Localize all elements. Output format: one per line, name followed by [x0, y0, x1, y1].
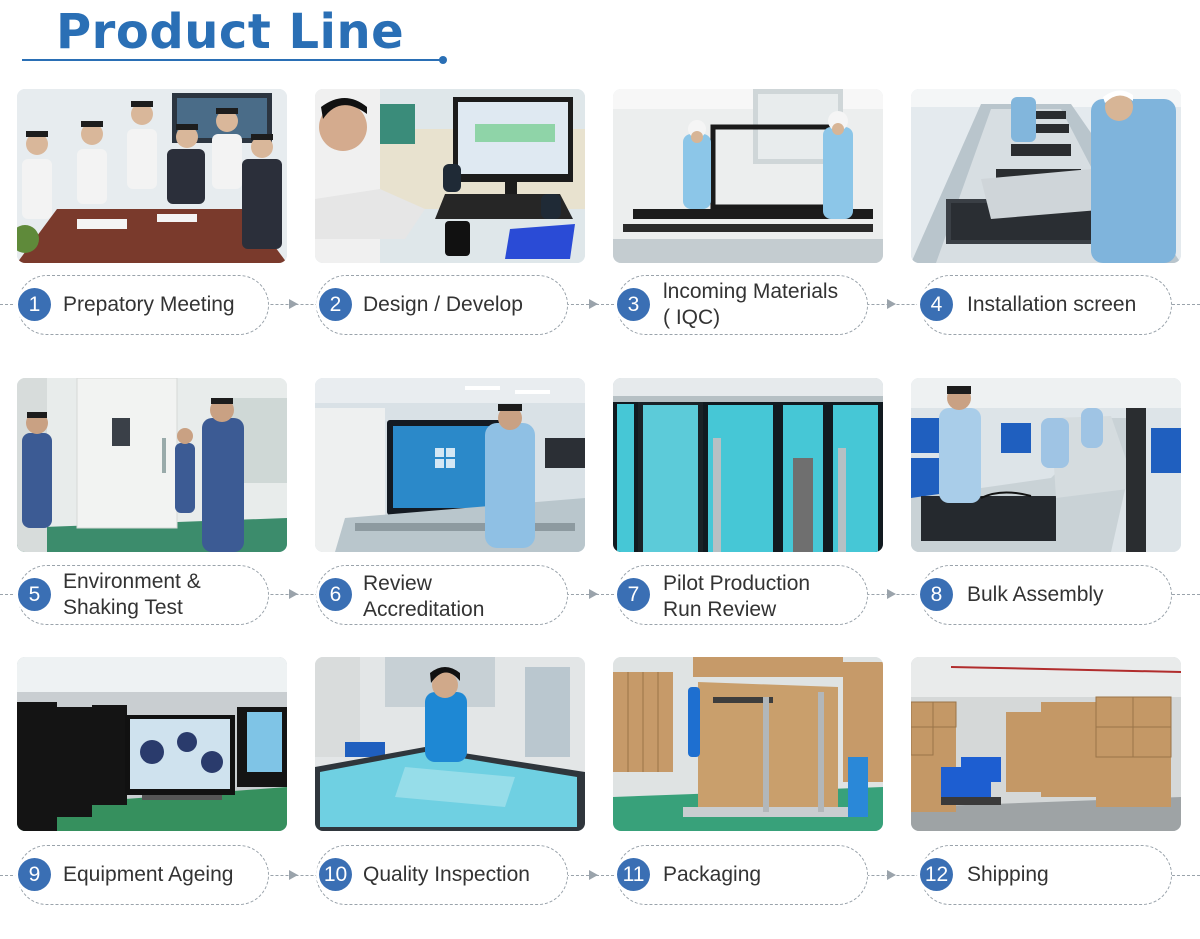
- step-label: Bulk Assembly: [967, 583, 1104, 606]
- step-pill-6: [316, 565, 568, 625]
- flow-arrow: [589, 589, 598, 599]
- flow-line-row-1: [0, 304, 1200, 305]
- step-pill-8: [920, 565, 1172, 625]
- photo-design-develop: [315, 89, 585, 263]
- photo-quality-inspection: [315, 657, 585, 831]
- step-pill-7: [616, 565, 868, 625]
- flow-arrow: [289, 870, 298, 880]
- step-number-badge: 12: [920, 858, 953, 891]
- flow-arrow: [589, 870, 598, 880]
- flow-arrow: [887, 870, 896, 880]
- photo-review-accreditation: [315, 378, 585, 552]
- step-label: Pilot Production: [663, 572, 811, 595]
- photo-incoming-materials: [613, 89, 883, 263]
- step-pill-4: [920, 275, 1172, 335]
- step-number-badge: 10: [319, 858, 352, 891]
- step-label: Prepatory Meeting: [63, 293, 235, 316]
- photo-prepatory-meeting: [17, 89, 287, 263]
- step-label-line2: Run Review: [663, 598, 777, 621]
- step-number-badge: 3: [617, 288, 650, 321]
- step-pill-3: [616, 275, 868, 335]
- step-pill-11: [616, 845, 868, 905]
- step-label-line2: ( IQC): [663, 306, 721, 329]
- flow-line-row-2: [0, 594, 1200, 595]
- photo-packaging: [613, 657, 883, 831]
- flow-arrow: [289, 299, 298, 309]
- photo-bulk-assembly: [911, 378, 1181, 552]
- step-label: Equipment Ageing: [63, 863, 234, 886]
- step-number-badge: 5: [18, 578, 51, 611]
- step-label-line2: Shaking Test: [63, 596, 183, 619]
- flow-arrow: [589, 299, 598, 309]
- title-underline-dot: [439, 56, 447, 64]
- flow-arrow: [289, 589, 298, 599]
- step-label: Quality Inspection: [363, 863, 530, 886]
- photo-shipping: [911, 657, 1181, 831]
- step-label: Packaging: [663, 863, 762, 886]
- flow-arrow: [887, 589, 896, 599]
- step-number-badge: 2: [319, 288, 352, 321]
- step-pill-10: [316, 845, 568, 905]
- page-title: Product Line: [56, 4, 405, 60]
- step-number-badge: 4: [920, 288, 953, 321]
- step-pill-1: [17, 275, 269, 335]
- step-label: lncoming Materials: [663, 280, 839, 303]
- photo-pilot-production: [613, 378, 883, 552]
- step-label: Review: [363, 572, 432, 595]
- step-pill-5: [17, 565, 269, 625]
- step-label-line2: Accreditation: [363, 598, 485, 621]
- flow-arrow: [887, 299, 896, 309]
- photo-equipment-ageing: [17, 657, 287, 831]
- flow-line-row-3: [0, 875, 1200, 876]
- step-number-badge: 7: [617, 578, 650, 611]
- photo-environment-shaking-test: [17, 378, 287, 552]
- step-label: Shipping: [967, 863, 1049, 886]
- photo-installation-screen: [911, 89, 1181, 263]
- step-number-badge: 8: [920, 578, 953, 611]
- step-number-badge: 11: [617, 858, 650, 891]
- step-pill-9: [17, 845, 269, 905]
- step-label: Installation screen: [967, 293, 1137, 316]
- step-label: Design / Develop: [363, 293, 523, 316]
- step-label: Environment &: [63, 570, 201, 593]
- step-number-badge: 1: [18, 288, 51, 321]
- title-underline: [22, 59, 444, 61]
- step-number-badge: 6: [319, 578, 352, 611]
- step-number-badge: 9: [18, 858, 51, 891]
- step-pill-2: [316, 275, 568, 335]
